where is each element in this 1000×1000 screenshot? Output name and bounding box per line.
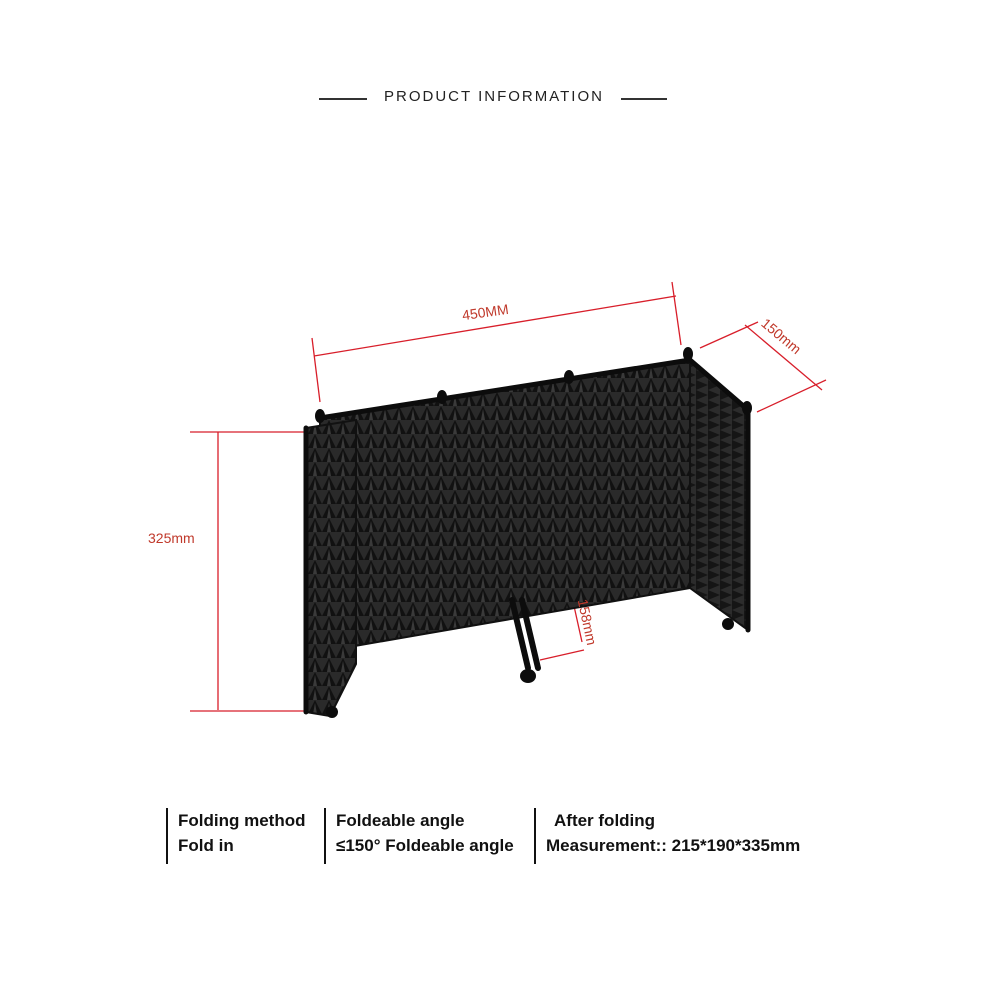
spec-after-folding: After folding Measurement:: 215*190*335m… [534, 808, 800, 864]
mount-extension-bottom [539, 649, 585, 661]
spec-heading: Foldeable angle [336, 811, 465, 830]
spec-value: Measurement:: 215*190*335mm [546, 836, 801, 855]
spec-heading: Folding method [178, 811, 306, 830]
depth-dimension-line [744, 324, 823, 391]
spec-heading: After folding [554, 811, 656, 830]
width-extension-right [671, 281, 682, 346]
product-diagram [190, 281, 827, 718]
frame-edges [303, 357, 751, 715]
header-rule-right [621, 98, 667, 100]
spec-table: Folding method Fold in Foldeable angle ≤… [0, 808, 1000, 868]
spec-folding-method: Folding method Fold in [166, 808, 305, 864]
hinge-knobs [315, 347, 752, 718]
header-rule-left [319, 98, 367, 100]
section-header: PRODUCT INFORMATION [0, 88, 1000, 112]
depth-extension-top [699, 321, 759, 349]
height-label: 325mm [148, 530, 195, 546]
left-wing-panel [305, 418, 357, 718]
width-dimension-line [313, 295, 677, 357]
spec-foldable-angle: Foldeable angle ≤150° Foldeable angle [324, 808, 514, 864]
spec-value: Fold in [178, 836, 234, 855]
mount-bracket [509, 597, 541, 671]
width-extension-left [311, 337, 321, 403]
back-panel [319, 358, 691, 654]
depth-extension-bottom [756, 379, 827, 413]
section-title: PRODUCT INFORMATION [384, 88, 604, 105]
spec-value: ≤150° Foldeable angle [336, 836, 514, 855]
mount-knob [520, 669, 536, 683]
